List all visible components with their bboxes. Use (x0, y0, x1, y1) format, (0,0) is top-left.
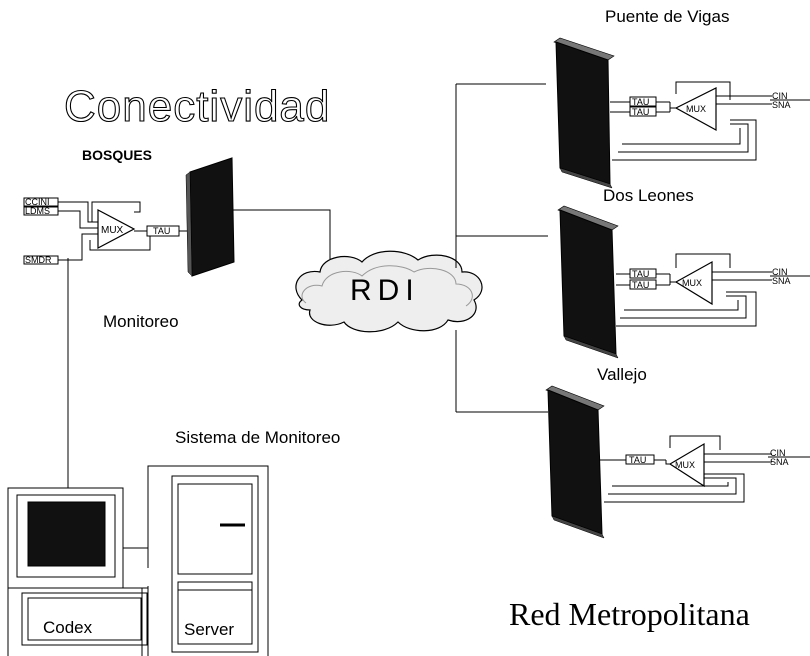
site3-tau-1: TAU (626, 455, 654, 465)
svg-text:TAU: TAU (632, 107, 649, 117)
site3-mux: MUX (670, 444, 704, 486)
rdi-cloud: RDI (296, 251, 482, 332)
svg-text:MUX: MUX (686, 104, 706, 114)
site1-mux: MUX (676, 88, 716, 130)
svg-text:TAU: TAU (632, 280, 649, 290)
router-puente-de-vigas (554, 38, 614, 188)
svg-text:CIN: CIN (770, 448, 786, 458)
monitor-screen (28, 502, 105, 566)
svg-text:TAU: TAU (632, 97, 649, 107)
bosques-mux: MUX (98, 210, 134, 248)
rdi-label: RDI (350, 274, 420, 307)
svg-text:MUX: MUX (675, 460, 695, 470)
monitor-label: Monitoreo (103, 312, 179, 331)
svg-text:TAU: TAU (632, 269, 649, 279)
system-label: Sistema de Monitoreo (175, 428, 340, 447)
monitoring-workstation (8, 466, 268, 656)
site3-outputs: CIN SNA (768, 448, 810, 467)
site2-mux: MUX (676, 262, 712, 304)
site2-wiring (616, 254, 772, 326)
bosques-input-smdr: SMDR (24, 255, 58, 265)
svg-text:MUX: MUX (101, 225, 124, 236)
site1-tau-2: TAU (630, 107, 656, 117)
codex-label: Codex (43, 618, 93, 637)
backbone-links (456, 84, 548, 412)
site1-outputs: CIN SNA (770, 91, 810, 110)
site2-tau-1: TAU (630, 269, 656, 279)
svg-text:SMDR: SMDR (25, 255, 52, 265)
bosques-tau: TAU (134, 226, 192, 236)
site-label-dos-leones: Dos Leones (603, 186, 694, 205)
site1-wiring (610, 82, 772, 160)
site3-wiring (600, 436, 772, 502)
svg-text:TAU: TAU (153, 226, 170, 236)
site1-tau-1: TAU (630, 97, 656, 107)
svg-text:CIN: CIN (772, 91, 788, 101)
site-label-puente-de-vigas: Puente de Vigas (605, 7, 729, 26)
svg-text:SNA: SNA (770, 457, 789, 467)
svg-text:MUX: MUX (682, 278, 702, 288)
diagram-title: Conectividad (64, 82, 330, 131)
site-label-vallejo: Vallejo (597, 365, 647, 384)
server-label: Server (184, 620, 234, 639)
svg-text:TAU: TAU (629, 455, 646, 465)
bosques-input-wiring (58, 202, 150, 260)
router-vallejo (546, 386, 604, 538)
bosques-input-ldms: LDMS (24, 206, 58, 216)
site2-tau-2: TAU (630, 280, 656, 290)
link-bosques-rdi (233, 210, 330, 268)
footer-label: Red Metropolitana (509, 596, 750, 632)
svg-text:SNA: SNA (772, 100, 791, 110)
site-label-bosques: BOSQUES (82, 147, 152, 163)
bosques-router (186, 158, 234, 276)
svg-text:SNA: SNA (772, 276, 791, 286)
svg-text:CCINI: CCINI (25, 197, 50, 207)
svg-text:CIN: CIN (772, 267, 788, 277)
svg-text:LDMS: LDMS (25, 206, 50, 216)
router-dos-leones (558, 206, 618, 358)
site2-outputs: CIN SNA (770, 267, 810, 286)
